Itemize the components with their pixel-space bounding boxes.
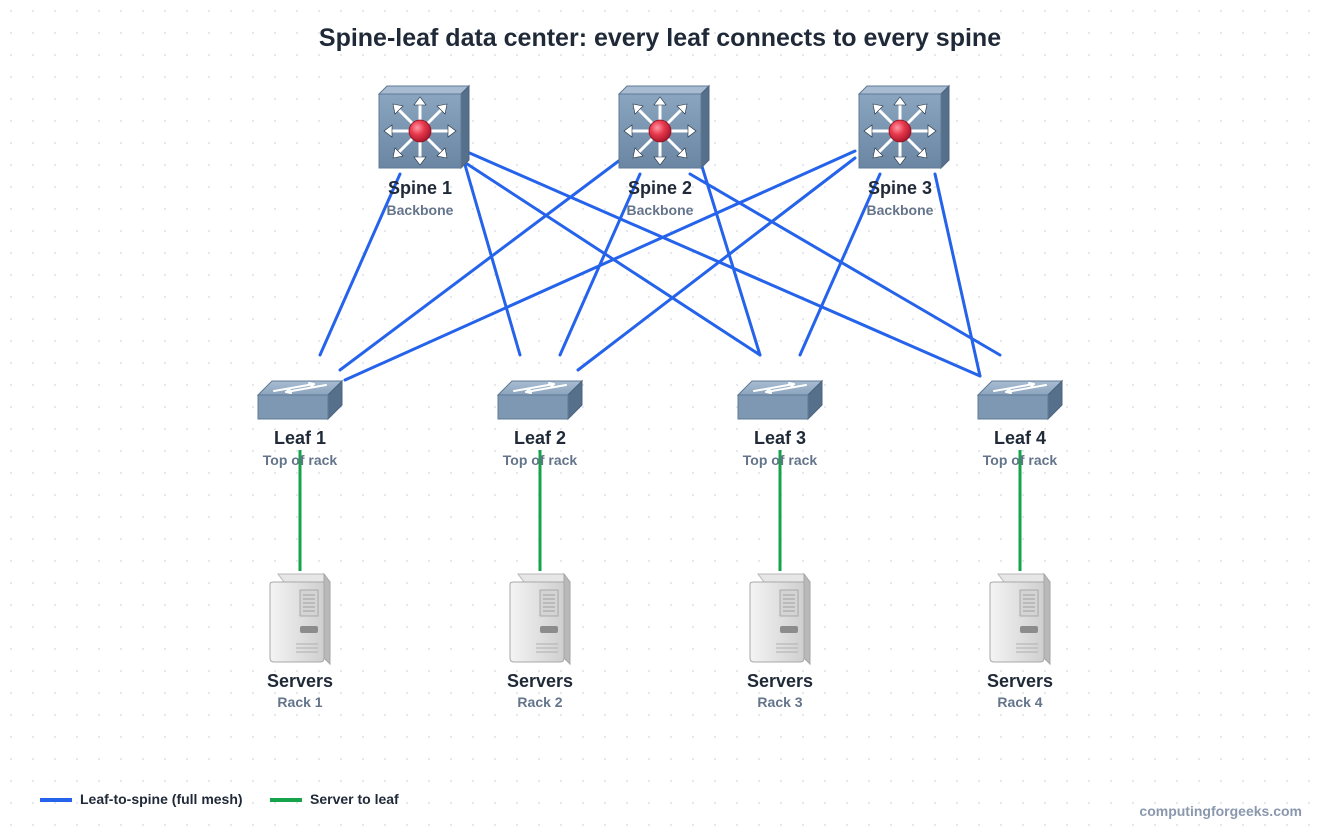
leaf-label: Leaf 3 (754, 428, 806, 448)
layer3-switch-icon (857, 84, 951, 170)
workgroup-switch-icon (977, 380, 1063, 420)
legend-mesh-label: Leaf-to-spine (full mesh) (80, 791, 243, 807)
leaf-role: Top of rack (503, 452, 578, 468)
spine-role: Backbone (867, 202, 934, 218)
leaf-label: Leaf 1 (274, 428, 326, 448)
links-layer (298, 149, 1022, 571)
mesh-link-spine1-leaf3 (456, 156, 762, 357)
server-label: Servers (747, 671, 813, 691)
mesh-link-spine1-leaf1 (318, 172, 402, 357)
spine-node-2[interactable]: Spine 2 Backbone (617, 84, 711, 218)
diagram-title: Spine-leaf data center: every leaf conne… (319, 24, 1001, 52)
footer-credit: computingforgeeks.com (1139, 803, 1302, 819)
server-tower-icon (749, 573, 811, 665)
server-label: Servers (507, 671, 573, 691)
mesh-link-spine3-leaf4 (933, 172, 982, 378)
legend: Leaf-to-spine (full mesh) Server to leaf (40, 791, 399, 807)
workgroup-switch-icon (497, 380, 583, 420)
leaf-label: Leaf 4 (994, 428, 1046, 448)
spine-label: Spine 1 (388, 178, 452, 198)
leaf-node-2[interactable]: Leaf 2 Top of rack (497, 380, 583, 468)
spine-role: Backbone (627, 202, 694, 218)
layer3-switch-icon (617, 84, 711, 170)
leaf-role: Top of rack (983, 452, 1058, 468)
server-tower-icon (989, 573, 1051, 665)
legend-server-label: Server to leaf (310, 791, 399, 807)
leaf-role: Top of rack (263, 452, 338, 468)
leaf-role: Top of rack (743, 452, 818, 468)
spine-node-1[interactable]: Spine 1 Backbone (377, 84, 471, 218)
server-label: Servers (987, 671, 1053, 691)
server-rack: Rack 4 (997, 694, 1042, 710)
mesh-link-spine1-leaf2 (459, 149, 522, 357)
mesh-link-spine2-leaf4 (688, 172, 1002, 357)
leaf-node-3[interactable]: Leaf 3 Top of rack (737, 380, 823, 468)
leaf-node-1[interactable]: Leaf 1 Top of rack (257, 380, 343, 468)
workgroup-switch-icon (737, 380, 823, 420)
server-rack: Rack 1 (277, 694, 322, 710)
workgroup-switch-icon (257, 380, 343, 420)
mesh-link-spine2-leaf2 (558, 172, 642, 357)
mesh-link-spine3-leaf3 (798, 172, 882, 357)
leaf-node-4[interactable]: Leaf 4 Top of rack (977, 380, 1063, 468)
mesh-link-spine1-leaf4 (463, 149, 982, 378)
spine-node-3[interactable]: Spine 3 Backbone (857, 84, 951, 218)
server-rack: Rack 2 (517, 694, 562, 710)
mesh-link-spine2-leaf3 (698, 158, 762, 357)
server-tower-icon (509, 573, 571, 665)
server-tower-icon (269, 573, 331, 665)
server-rack: Rack 3 (757, 694, 802, 710)
layer3-switch-icon (377, 84, 471, 170)
spine-role: Backbone (387, 202, 454, 218)
server-label: Servers (267, 671, 333, 691)
mesh-link-spine3-leaf2 (576, 156, 857, 372)
nodes-layer: Spine 1 Backbone Spine 2 Backbone Spine 3 Bac… (257, 84, 1063, 710)
leaf-label: Leaf 2 (514, 428, 566, 448)
mesh-link-spine2-leaf1 (338, 158, 622, 372)
spine-label: Spine 3 (868, 178, 932, 198)
spine-label: Spine 2 (628, 178, 692, 198)
